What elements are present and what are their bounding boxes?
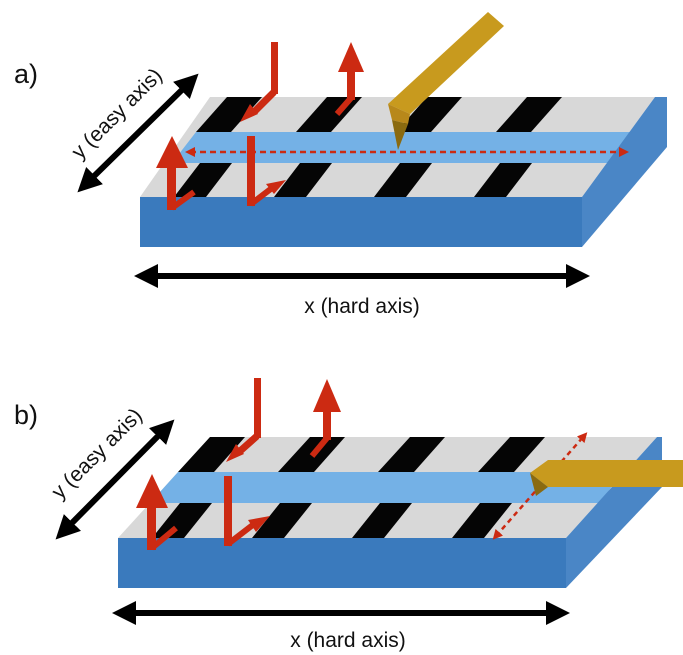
panel-a-probe-tip-icon (388, 12, 504, 150)
panel-b-label: b) (14, 400, 38, 430)
panel-b-spin-arrows (136, 378, 341, 551)
panel-a-y-axis-label: y (easy axis) (67, 64, 167, 164)
panel-a-x-axis-label: x (hard axis) (304, 295, 420, 318)
panel-b-y-axis-label: y (easy axis) (47, 404, 147, 504)
spin-arrow-down (247, 136, 286, 207)
panel-b: b) y (easy axis) (14, 378, 683, 652)
panel-a: a) y (easy axis) (14, 12, 667, 318)
spin-arrow-down (224, 476, 270, 547)
panel-b-x-axis-label: x (hard axis) (290, 629, 406, 652)
panel-a-label: a) (14, 59, 38, 89)
spin-arrow-up (156, 136, 196, 211)
spin-arrow-up (309, 379, 341, 458)
spin-arrow-down (240, 42, 278, 122)
spin-arrow-up (136, 474, 178, 551)
panel-a-spin-arrows (156, 42, 364, 211)
spin-arrow-up (334, 42, 364, 116)
panel-b-x-axis: x (hard axis) (112, 601, 570, 652)
panel-b-slab (118, 432, 662, 588)
spin-arrow-down (226, 378, 261, 462)
panel-b-probe-tip-icon (530, 460, 683, 496)
panel-a-x-axis: x (hard axis) (134, 264, 590, 318)
